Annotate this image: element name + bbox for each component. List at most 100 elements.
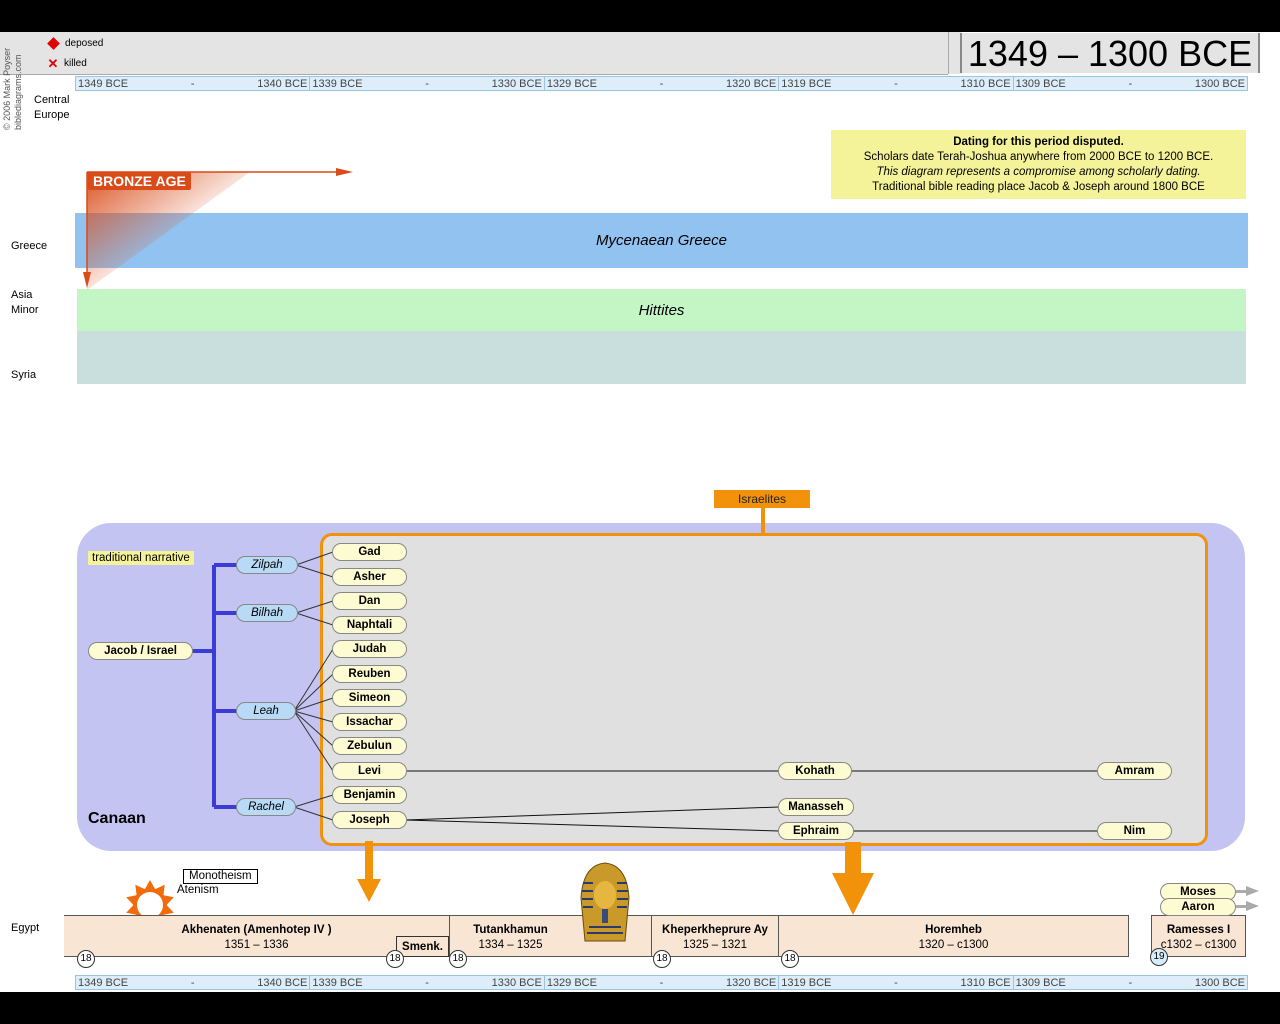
pharaoh-ay[interactable]: Kheperkheprure Ay 1325 – 1321 bbox=[651, 915, 779, 957]
region-label-line: Europe bbox=[34, 109, 70, 121]
pharaoh-akhenaten[interactable]: Akhenaten (Amenhotep IV ) 1351 – 1336 bbox=[64, 915, 450, 957]
scale-mid: - bbox=[659, 77, 664, 90]
person-amram[interactable]: Amram bbox=[1097, 762, 1172, 780]
person-leah[interactable]: Leah bbox=[236, 702, 296, 720]
band-label: Hittites bbox=[638, 301, 685, 319]
band-label: Mycenaean Greece bbox=[596, 232, 727, 249]
person-gad[interactable]: Gad bbox=[332, 543, 407, 561]
person-naphtali[interactable]: Naphtali bbox=[332, 616, 407, 634]
note-heading: Dating for this period disputed. bbox=[953, 136, 1124, 148]
copyright: © 2006 Mark Poyser biblediagrams.com bbox=[2, 48, 24, 130]
person-benjamin[interactable]: Benjamin bbox=[332, 786, 407, 804]
person-bilhah[interactable]: Bilhah bbox=[236, 604, 298, 622]
pharaoh-dates: 1351 – 1336 bbox=[224, 939, 289, 951]
scale-segment: 1349 BCE-1340 BCE bbox=[75, 975, 310, 990]
scale-start: 1319 BCE bbox=[781, 976, 832, 989]
scale-segment: 1309 BCE - 1300 BCE bbox=[1012, 76, 1249, 91]
israelites-group bbox=[320, 533, 1208, 846]
note-line: Scholars date Terah-Joshua anywhere from… bbox=[863, 151, 1214, 163]
scale-segment: 1319 BCE-1310 BCE bbox=[778, 975, 1013, 990]
pharaoh-name: Horemheb bbox=[925, 924, 982, 936]
bronze-age-label: BRONZE AGE bbox=[88, 172, 191, 190]
person-dan[interactable]: Dan bbox=[332, 592, 407, 610]
scale-mid: - bbox=[1128, 976, 1133, 989]
scale-segment: 1319 BCE - 1310 BCE bbox=[778, 76, 1013, 91]
person-levi[interactable]: Levi bbox=[332, 762, 407, 780]
person-zebulun[interactable]: Zebulun bbox=[332, 737, 407, 755]
pharaoh-smenkhkare[interactable]: Smenk. bbox=[396, 936, 449, 957]
scale-end: 1300 BCE bbox=[1194, 77, 1246, 90]
arrow-down-icon bbox=[357, 879, 381, 902]
dynasty-marker: 18 bbox=[386, 950, 404, 968]
scale-start: 1329 BCE bbox=[546, 77, 597, 90]
scale-end: 1300 BCE bbox=[1194, 976, 1246, 989]
person-jacob[interactable]: Jacob / Israel bbox=[88, 642, 193, 660]
person-simeon[interactable]: Simeon bbox=[332, 689, 407, 707]
pharaoh-horemheb[interactable]: Horemheb 1320 – c1300 bbox=[778, 915, 1129, 957]
person-reuben[interactable]: Reuben bbox=[332, 665, 407, 683]
scale-end: 1310 BCE bbox=[960, 77, 1011, 90]
person-manasseh[interactable]: Manasseh bbox=[778, 798, 854, 816]
scale-start: 1319 BCE bbox=[781, 77, 832, 90]
pharaoh-dates: 1320 – c1300 bbox=[918, 939, 989, 951]
dynasty-marker: 19 bbox=[1150, 948, 1168, 966]
red-diamond-icon bbox=[47, 37, 60, 50]
scale-mid: - bbox=[659, 976, 664, 989]
scale-start: 1329 BCE bbox=[546, 976, 597, 989]
pharaoh-dates: 1334 – 1325 bbox=[478, 939, 543, 951]
scale-mid: - bbox=[894, 77, 898, 90]
title-box-frame bbox=[948, 32, 961, 74]
person-kohath[interactable]: Kohath bbox=[778, 762, 852, 780]
legend-killed: ✕ killed bbox=[46, 57, 87, 70]
person-aaron[interactable]: Aaron bbox=[1160, 898, 1236, 916]
pharaoh-name: Tutankhamun bbox=[473, 924, 548, 936]
scale-segment: 1349 BCE-1340 BCE bbox=[75, 76, 310, 91]
copyright-text: © 2006 Mark Poyser bbox=[2, 47, 12, 130]
site-text: biblediagrams.com bbox=[13, 54, 23, 130]
pharaoh-dates: c1302 – c1300 bbox=[1160, 939, 1237, 951]
scale-end: 1320 BCE bbox=[726, 77, 777, 90]
scale-segment: 1329 BCE-1320 BCE bbox=[543, 975, 779, 990]
person-ephraim[interactable]: Ephraim bbox=[778, 822, 854, 840]
scale-segment: 1309 BCE - 1300 BCE bbox=[1012, 975, 1249, 990]
scale-start: 1349 BCE bbox=[78, 77, 129, 90]
scale-start: 1349 BCE bbox=[78, 976, 129, 989]
person-judah[interactable]: Judah bbox=[332, 640, 407, 658]
person-asher[interactable]: Asher bbox=[332, 568, 407, 586]
band-mycenaean-greece: Mycenaean Greece bbox=[75, 213, 1248, 268]
bottom-time-scale: 1349 BCE-1340 BCE 1339 BCE-1330 BCE 1329… bbox=[75, 975, 1249, 990]
pharaoh-dates: 1325 – 1321 bbox=[683, 939, 747, 951]
monotheism-tag: Monotheism bbox=[183, 869, 258, 884]
scale-start: 1309 BCE bbox=[1015, 976, 1066, 989]
top-black-bar bbox=[0, 0, 1280, 32]
scale-mid: - bbox=[1128, 77, 1133, 90]
scale-mid: - bbox=[190, 77, 195, 90]
pharaoh-ramesses-i[interactable]: Ramesses I c1302 – c1300 bbox=[1151, 915, 1246, 957]
person-joseph[interactable]: Joseph bbox=[332, 811, 407, 829]
person-nim[interactable]: Nim bbox=[1097, 822, 1172, 840]
scale-start: 1309 BCE bbox=[1015, 77, 1066, 90]
person-issachar[interactable]: Issachar bbox=[332, 713, 407, 731]
atenism-label: Atenism bbox=[177, 884, 219, 896]
dynasty-marker: 18 bbox=[449, 950, 467, 968]
dynasty-marker: 18 bbox=[781, 950, 799, 968]
person-zilpah[interactable]: Zilpah bbox=[236, 556, 298, 574]
band-hittites: Hittites bbox=[77, 289, 1246, 331]
legend-bar bbox=[0, 32, 948, 75]
note-line: Traditional bible reading place Jacob & … bbox=[872, 181, 1205, 193]
region-label-line: Minor bbox=[11, 304, 39, 316]
pharaoh-name: Ramesses I bbox=[1166, 924, 1231, 936]
israelites-tag: Israelites bbox=[714, 490, 810, 508]
region-label-line: Central bbox=[34, 94, 70, 106]
region-asia-minor: Asia Minor bbox=[11, 288, 39, 318]
note-line: This diagram represents a compromise amo… bbox=[876, 166, 1201, 178]
canaan-label: Canaan bbox=[88, 810, 146, 827]
pharaoh-tutankhamun[interactable]: Tutankhamun 1334 – 1325 bbox=[449, 915, 652, 957]
dynasty-marker: 18 bbox=[653, 950, 671, 968]
arrow-down-icon bbox=[832, 873, 874, 915]
region-label-line: Asia bbox=[11, 289, 33, 301]
israelites-connector bbox=[761, 508, 765, 535]
scale-end: 1330 BCE bbox=[491, 77, 542, 90]
top-time-scale: 1349 BCE-1340 BCE 1339 BCE-1330 BCE 1329… bbox=[75, 76, 1249, 91]
person-rachel[interactable]: Rachel bbox=[236, 798, 296, 816]
